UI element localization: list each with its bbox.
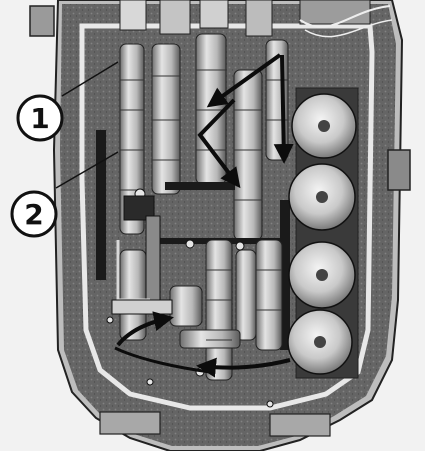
lower-bracket-right (269, 413, 331, 437)
spool-bank-upper (119, 33, 289, 241)
mounting-lug-right (387, 149, 411, 191)
callout-2: 2 (10, 190, 58, 238)
leader-line-2 (55, 151, 119, 189)
leader-line-1 (61, 61, 119, 97)
mounting-lug-left (29, 5, 55, 37)
callout-number: 2 (24, 198, 43, 231)
accumulator-drums (287, 87, 359, 379)
top-fittings (119, 0, 393, 38)
flow-arrows-upper (197, 53, 294, 189)
lower-bracket-left (99, 411, 161, 435)
flow-arrows-lower (114, 311, 291, 378)
callout-1: 1 (16, 94, 64, 142)
spool-bank-lower (119, 239, 283, 381)
left-plumbing (111, 195, 173, 315)
gasket-rim (79, 23, 375, 411)
callout-circle-icon (16, 94, 64, 142)
callout-number: 1 (30, 102, 49, 135)
callout-circle-icon (10, 190, 58, 238)
